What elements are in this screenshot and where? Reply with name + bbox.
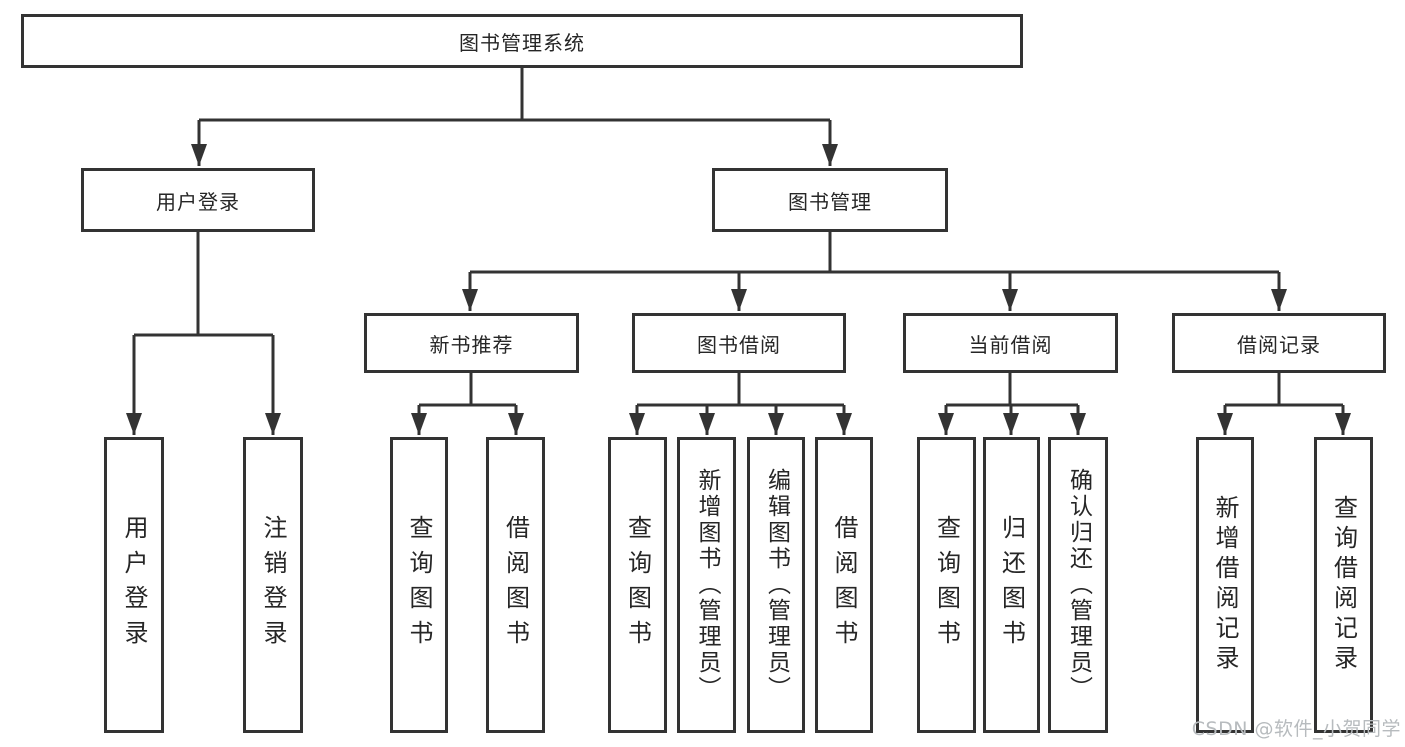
leaf-label: 确认归还（管理员） bbox=[1065, 468, 1092, 702]
leaf-query-books-borrow: 查询图书 bbox=[608, 437, 667, 733]
leaf-user-login: 用户登录 bbox=[104, 437, 164, 733]
csdn-watermark: CSDN @软件_小贺同学 bbox=[1191, 718, 1401, 740]
node-label: 图书管理 bbox=[788, 189, 872, 214]
node-label: 借阅记录 bbox=[1237, 332, 1321, 357]
connector-book-borrow-to-leaves bbox=[629, 373, 852, 435]
connector-root-to-level2 bbox=[191, 68, 838, 166]
node-current-borrow: 当前借阅 bbox=[903, 313, 1118, 373]
leaf-add-borrow-record: 新增借阅记录 bbox=[1196, 437, 1254, 733]
leaf-query-borrow-record: 查询借阅记录 bbox=[1314, 437, 1373, 733]
connector-new-book-recommend-to-leaves bbox=[411, 373, 524, 435]
node-book-borrow: 图书借阅 bbox=[632, 313, 846, 373]
node-book-management: 图书管理 bbox=[712, 168, 948, 232]
leaf-label: 新增借阅记录 bbox=[1211, 495, 1239, 675]
leaf-edit-books-admin: 编辑图书（管理员） bbox=[747, 437, 805, 733]
node-label: 图书借阅 bbox=[697, 332, 781, 357]
leaf-query-books-recommend: 查询图书 bbox=[390, 437, 448, 733]
leaf-label: 借阅图书 bbox=[830, 515, 858, 655]
leaf-label: 归还图书 bbox=[997, 515, 1026, 655]
leaf-label: 新增图书（管理员） bbox=[694, 468, 720, 702]
leaf-label: 注销登录 bbox=[259, 515, 287, 655]
leaf-label: 查询图书 bbox=[932, 515, 961, 655]
node-label: 用户登录 bbox=[156, 189, 240, 214]
leaf-add-books-admin: 新增图书（管理员） bbox=[677, 437, 736, 733]
node-user-login: 用户登录 bbox=[81, 168, 315, 232]
leaf-label: 查询图书 bbox=[405, 515, 433, 655]
connector-book-management-to-level3 bbox=[462, 232, 1287, 311]
node-label: 新书推荐 bbox=[429, 332, 514, 357]
node-borrow-records: 借阅记录 bbox=[1172, 313, 1386, 373]
leaf-borrow-books-recommend: 借阅图书 bbox=[486, 437, 545, 733]
leaf-label: 查询借阅记录 bbox=[1329, 495, 1358, 675]
leaf-return-books: 归还图书 bbox=[983, 437, 1040, 733]
node-root: 图书管理系统 bbox=[21, 14, 1023, 68]
leaf-label: 用户登录 bbox=[120, 515, 148, 655]
leaf-label: 编辑图书（管理员） bbox=[763, 468, 790, 702]
leaf-logout: 注销登录 bbox=[243, 437, 303, 733]
connector-current-borrow-to-leaves bbox=[938, 373, 1086, 435]
node-root-label: 图书管理系统 bbox=[459, 30, 585, 55]
leaf-borrow-books: 借阅图书 bbox=[815, 437, 873, 733]
node-new-book-recommend: 新书推荐 bbox=[364, 313, 579, 373]
leaf-label: 查询图书 bbox=[623, 515, 652, 655]
connector-borrow-records-to-leaves bbox=[1217, 373, 1351, 435]
leaf-label: 借阅图书 bbox=[501, 515, 530, 655]
node-label: 当前借阅 bbox=[968, 332, 1053, 357]
connector-user-login-to-leaves bbox=[126, 232, 281, 435]
leaf-query-books-current: 查询图书 bbox=[917, 437, 976, 733]
leaf-confirm-return-admin: 确认归还（管理员） bbox=[1048, 437, 1108, 733]
